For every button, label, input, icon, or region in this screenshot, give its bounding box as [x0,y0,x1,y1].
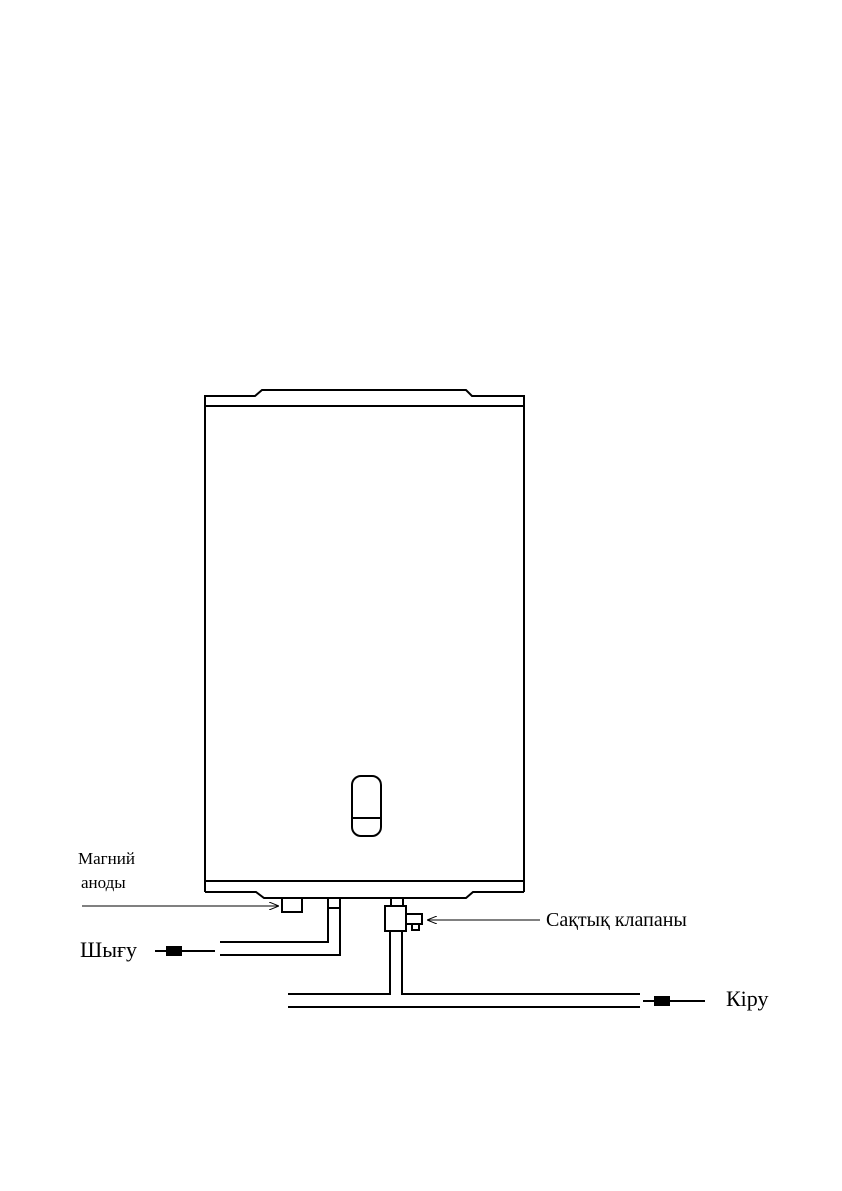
inlet-label: Кіру [726,986,769,1011]
safety-valve-drain [412,924,419,930]
outlet-pipe [220,898,340,955]
safety-valve-lever [406,914,422,924]
tank-bottom-cap [205,892,524,898]
tank-top-cap [205,390,524,406]
magnesium-anode-fitting [282,898,302,912]
outlet-label: Шығу [80,937,137,962]
magnesium-anode-label-line2: аноды [81,873,126,892]
indicator-window [352,776,381,836]
inlet-valve-symbol [643,997,705,1005]
safety-valve-body [385,906,406,931]
outlet-valve-symbol [155,947,215,955]
magnesium-anode-label-line1: Магний [78,849,135,868]
safety-valve-label: Сақтық клапаны [546,909,687,931]
water-heater-tank [205,390,524,898]
